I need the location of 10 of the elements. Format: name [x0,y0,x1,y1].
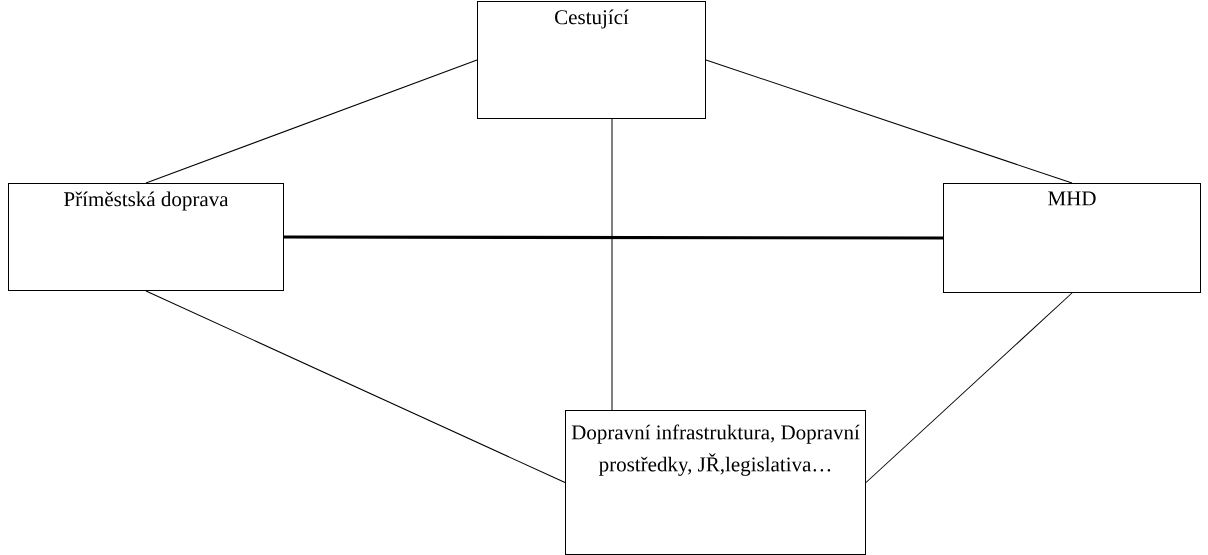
connector-line [284,235,943,240]
connector-line [145,59,478,184]
connector-line [705,59,1073,184]
connector-line [865,292,1073,483]
text-box: Cestující [477,1,706,119]
text-box: Příměstská doprava [8,183,284,291]
connector-line [145,290,566,483]
text-box: Dopravní infrastruktura, Dopravní prostředky, JŘ,legislativa… [565,410,866,555]
text-box: MHD [943,183,1201,293]
connector-line [611,118,613,411]
